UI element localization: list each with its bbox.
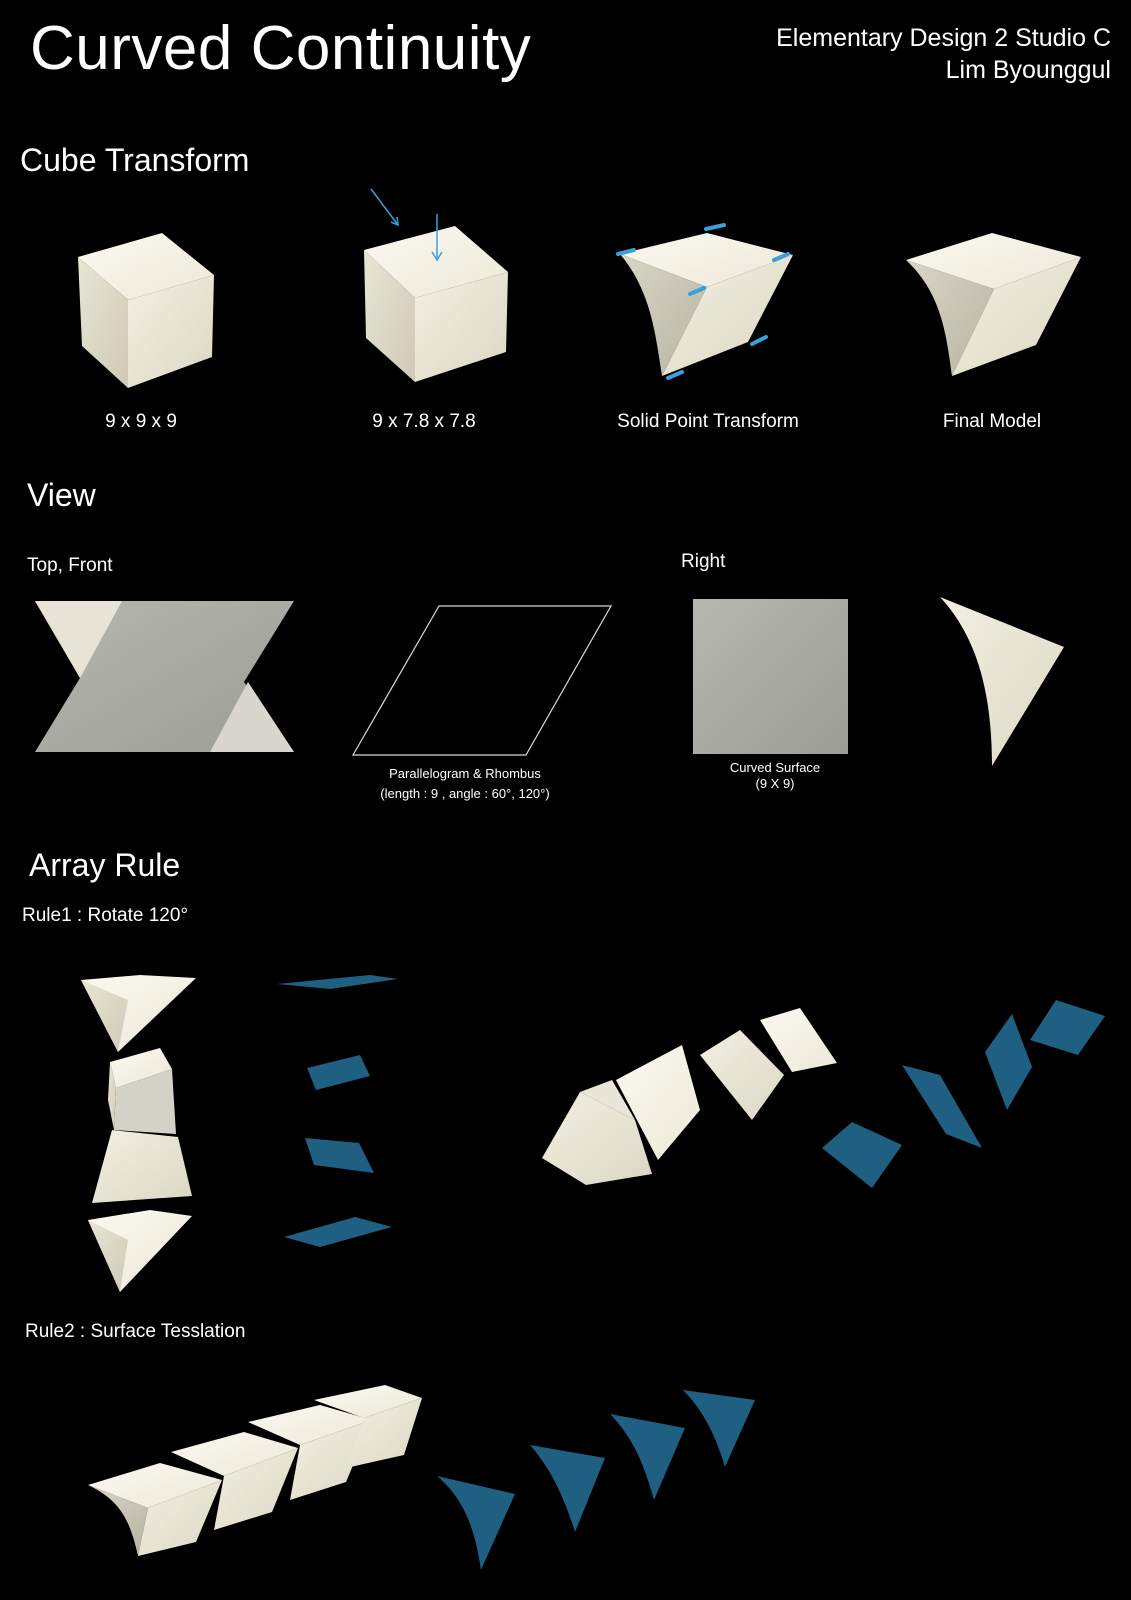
- cube-model: [78, 233, 214, 388]
- top-front-view: [35, 601, 294, 752]
- parallelogram-outline: [351, 605, 613, 756]
- label-top-front: Top, Front: [27, 555, 113, 576]
- parallelogram-caption: Parallelogram & Rhombus (length : 9 , an…: [340, 764, 590, 804]
- label-right: Right: [681, 551, 726, 572]
- author-name: Lim Byounggul: [945, 56, 1111, 84]
- rule1-stacked-models: [81, 975, 196, 1292]
- section-cube-transform-heading: Cube Transform: [20, 142, 250, 178]
- rule1-array-models: [542, 1008, 837, 1185]
- right-view-triangle: [940, 597, 1064, 766]
- studio-credit: Elementary Design 2 Studio C Lim Byoungg…: [776, 22, 1111, 86]
- surface-caption: Curved Surface (9 X 9): [695, 760, 855, 793]
- rule2-blue-triangles: [437, 1390, 755, 1570]
- parallelogram-caption-line-2: (length : 9 , angle : 60°, 120°): [380, 786, 550, 802]
- caption-step-4: Final Model: [942, 411, 1042, 432]
- rule1-array-blue-shapes: [822, 1000, 1105, 1188]
- final-model: [906, 233, 1081, 376]
- section-view-heading: View: [27, 477, 96, 513]
- page-title: Curved Continuity: [30, 14, 532, 83]
- rule2-label: Rule2 : Surface Tesslation: [25, 1321, 246, 1342]
- studio-name: Elementary Design 2 Studio C: [776, 24, 1111, 52]
- caption-step-2: 9 x 7.8 x 7.8: [372, 411, 476, 432]
- section-array-rule-heading: Array Rule: [29, 847, 181, 883]
- surface-caption-line-1: Curved Surface: [729, 760, 821, 775]
- rule1-label: Rule1 : Rotate 120°: [22, 905, 189, 926]
- caption-step-3: Solid Point Transform: [617, 411, 799, 432]
- transformed-solid-model: [616, 223, 793, 380]
- curved-surface-square: [693, 599, 848, 754]
- rule2-tessellation-models: [88, 1385, 422, 1556]
- arrow-icon: [370, 188, 443, 262]
- transform-arrows-icon: [616, 223, 790, 380]
- parallelogram-caption-line-1: Parallelogram & Rhombus: [389, 766, 541, 781]
- compressed-cube-model: [364, 188, 508, 382]
- caption-step-1: 9 x 9 x 9: [105, 411, 177, 432]
- surface-caption-line-2: (9 X 9): [755, 776, 795, 792]
- rule1-blue-shapes: [277, 975, 398, 1247]
